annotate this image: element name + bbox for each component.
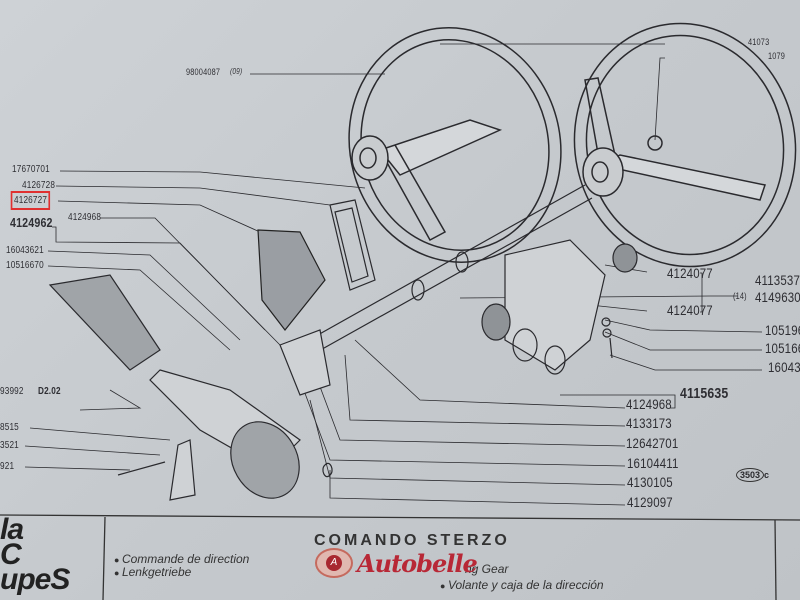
part-number: 41073: [748, 37, 770, 47]
leader-lines: [24, 43, 763, 506]
page-title: COMANDO STERZO: [314, 532, 510, 549]
subtitle-en: ng Gear: [465, 562, 509, 576]
part-number: 4124968: [626, 396, 672, 412]
figure-code-number: 3503: [736, 468, 765, 482]
part-number: 4113537: [755, 272, 800, 288]
part-number: 4126728: [22, 180, 56, 191]
part-number: 12642701: [626, 435, 679, 451]
steering-wheel-rear: [573, 22, 797, 268]
horn-cover: [257, 199, 376, 331]
part-number: 921: [0, 461, 15, 472]
subtitle-fr: Commande de direction: [114, 552, 249, 566]
brand-logo-text: la C upeS: [0, 513, 70, 596]
part-number-highlighted: 4126727: [10, 191, 51, 210]
part-number: 8515: [0, 422, 19, 433]
part-number: 93992: [0, 386, 24, 397]
part-ref: D2.02: [38, 386, 61, 397]
part-number: 4129097: [627, 494, 673, 510]
figure-code-suffix: c: [764, 470, 770, 480]
subtitle-es: Volante y caja de la dirección: [440, 578, 604, 592]
subtitle-de: Lenkgetriebe: [114, 565, 191, 579]
title-block-frame: [0, 514, 800, 600]
part-number: 4133173: [626, 415, 672, 431]
part-number: 10516670: [6, 260, 44, 271]
watermark-text: Autobelle: [357, 548, 478, 578]
part-number: 4130105: [627, 474, 673, 490]
part-number-assembly: 4115635: [680, 385, 729, 402]
part-quantity: (14): [733, 291, 747, 301]
watermark-logo: A Autobelle: [315, 548, 478, 578]
part-number: 17670701: [12, 164, 50, 175]
watermark-badge-icon: A: [315, 548, 353, 578]
part-number: 16104411: [627, 455, 679, 471]
part-number: 4124077: [667, 265, 713, 281]
steering-column: [299, 184, 593, 358]
part-quantity: (09): [230, 67, 243, 76]
part-number: 160436: [768, 359, 800, 375]
part-number-assembly: 4124962: [10, 215, 53, 230]
part-number: 98004087: [186, 67, 221, 77]
part-number: 3521: [0, 440, 19, 451]
part-number: 105166: [765, 340, 800, 356]
steering-wheel-front: [348, 27, 562, 263]
part-number: 4124968: [68, 212, 102, 223]
part-number: 16043621: [6, 245, 44, 256]
part-number: 105196: [765, 322, 800, 338]
part-number: 1079: [768, 51, 786, 61]
column-bracket: [481, 239, 638, 375]
part-number: 4149630: [755, 289, 800, 305]
steering-rack: [48, 274, 333, 501]
watermark-initial: A: [326, 555, 342, 571]
part-number: 4124077: [667, 302, 713, 318]
